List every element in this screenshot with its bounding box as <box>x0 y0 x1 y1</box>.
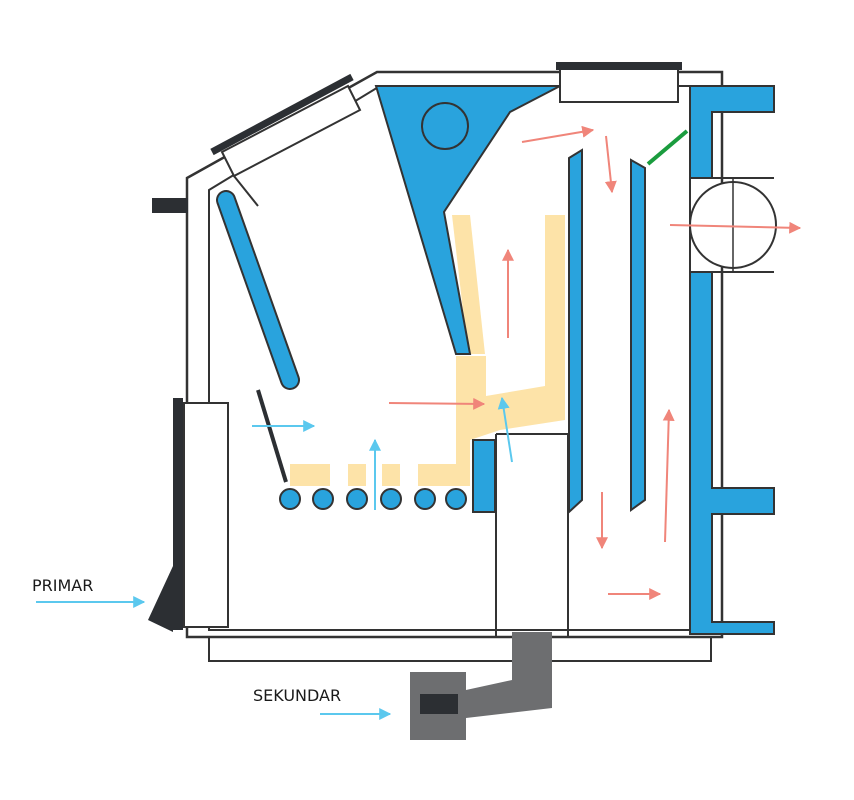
loading-door-seal <box>210 73 354 156</box>
primary-air-flap <box>256 389 288 483</box>
grate-tube <box>279 488 301 510</box>
door-handle <box>152 198 188 213</box>
top-hatch-cap <box>556 62 682 70</box>
inspection-port <box>421 102 469 150</box>
right-water-jacket <box>689 85 775 179</box>
arrow-icon <box>497 396 513 463</box>
grate-tube <box>414 488 436 510</box>
lower-door <box>183 402 229 628</box>
secondary-air-duct-opening <box>420 694 458 714</box>
arrow-icon <box>604 135 617 194</box>
arrow-icon <box>388 397 486 410</box>
cold-air-arrows <box>36 396 513 720</box>
left-water-baffle-fill <box>218 192 298 388</box>
right-water-jacket-lower <box>689 271 775 635</box>
heat-exchanger-baffle-1 <box>568 148 583 515</box>
arrow-icon <box>662 408 675 543</box>
arrow-icon <box>669 221 802 234</box>
central-water-funnel <box>374 85 561 355</box>
loading-door <box>220 84 362 178</box>
hot-gas-arrows <box>388 125 802 600</box>
flue-flap <box>646 129 689 166</box>
base-plate <box>208 636 712 662</box>
grate-tube <box>380 488 402 510</box>
heat-exchanger-baffle-2 <box>630 158 646 512</box>
flame-zone <box>290 215 565 486</box>
top-hatch <box>559 67 679 103</box>
primary-air-inlet <box>148 566 173 632</box>
lower-door-seal <box>173 398 183 630</box>
grate-tubes <box>279 488 467 510</box>
grate-tube <box>346 488 368 510</box>
secondary-air-label: SEKUNDAR <box>253 686 342 705</box>
grate-tube <box>445 488 467 510</box>
primary-air-label: PRIMAR <box>32 576 94 595</box>
door-hinge-line <box>233 175 259 207</box>
nozzle-water-block <box>472 439 496 513</box>
arrow-icon <box>521 125 595 143</box>
grate-tube <box>312 488 334 510</box>
